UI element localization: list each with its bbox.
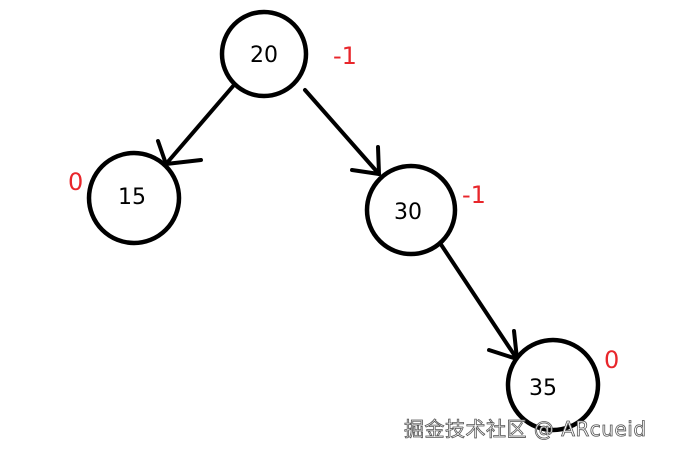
node-circle [505, 337, 601, 433]
watermark-text: 掘金技术社区 @ ARcueid [404, 417, 647, 442]
edge-20-15 [156, 83, 236, 166]
arrowhead-icon [350, 145, 381, 176]
tree-node-35: 35 0 [505, 337, 619, 433]
node-value: 15 [118, 185, 146, 210]
balance-factor: -1 [462, 181, 486, 209]
tree-node-30: 30 -1 [364, 163, 486, 257]
tree-edges [156, 83, 519, 361]
balance-factor: -1 [333, 42, 357, 70]
node-circle [86, 150, 182, 246]
tree-node-15: 15 0 [68, 150, 182, 246]
arrowhead-icon [156, 139, 203, 166]
node-value: 20 [250, 43, 278, 68]
node-value: 35 [529, 376, 557, 401]
edge-30-35 [438, 241, 519, 361]
balance-factor: 0 [604, 346, 619, 374]
node-circle [219, 9, 309, 99]
node-circle [364, 163, 458, 257]
node-value: 30 [394, 200, 422, 225]
edge-20-30 [303, 88, 381, 176]
balance-factor: 0 [68, 168, 83, 196]
tree-node-20: 20 -1 [219, 9, 357, 99]
